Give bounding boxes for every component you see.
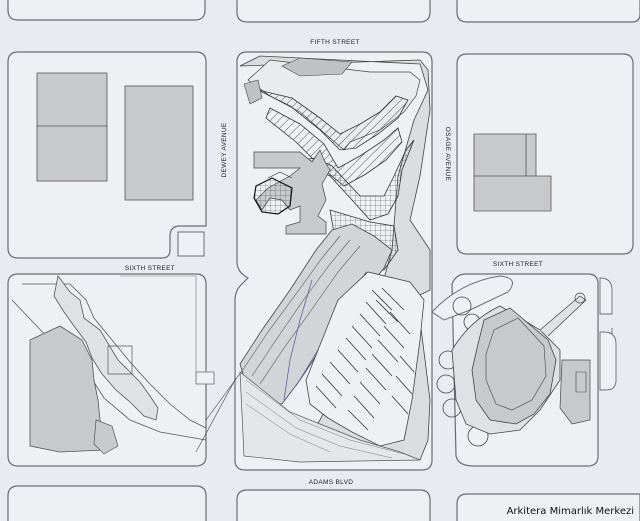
block-central: [234, 51, 433, 471]
label-sixth-street-left: SIXTH STREET: [125, 265, 175, 272]
label-adams-blvd: ADAMS BLVD: [309, 479, 353, 486]
top-blocks: [7, 0, 640, 23]
annotation-lines: [195, 367, 245, 453]
bottom-blocks: [7, 485, 640, 521]
credit-text: Arkitera Mimarlık Merkezi: [507, 506, 634, 517]
block-lower-right: [431, 273, 617, 467]
label-dewey-avenue: DEWEY AVENUE: [221, 122, 228, 177]
block-upper-left: [7, 51, 207, 259]
label-fifth-street: FIFTH STREET: [310, 39, 359, 46]
label-osage-avenue: OSAGE AVENUE: [444, 127, 451, 182]
block-lower-left: [7, 273, 215, 467]
parking-stripes: [315, 287, 415, 431]
block-upper-right: [456, 53, 634, 255]
label-sixth-street-right: SIXTH STREET: [493, 261, 543, 268]
